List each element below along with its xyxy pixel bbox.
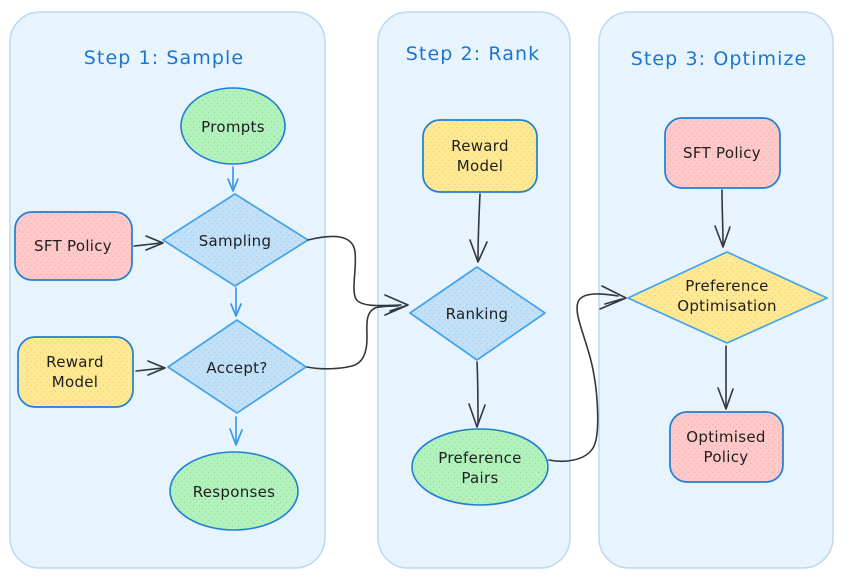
responses-node bbox=[169, 451, 299, 531]
preference-pairs-label-line2: Pairs bbox=[461, 469, 498, 487]
sampling-node bbox=[162, 193, 309, 287]
reward-model-label-step2-line1: Reward bbox=[451, 137, 509, 155]
edge-sft-policy-to-preference-optimisation bbox=[714, 189, 731, 248]
edge-accept-to-responses bbox=[229, 416, 243, 446]
optimised-policy-label-line2: Policy bbox=[704, 448, 749, 466]
sft-policy-node-step3 bbox=[664, 117, 781, 189]
reward-model-label-step1-line1: Reward bbox=[46, 353, 104, 371]
preference-optimisation-node bbox=[627, 251, 828, 344]
edge-ranking-to-preference-pairs bbox=[468, 361, 486, 428]
optimised-policy-label-line1: Optimised bbox=[686, 428, 765, 446]
ranking-node bbox=[409, 266, 546, 361]
sft-policy-label-step3: SFT Policy bbox=[683, 144, 761, 162]
panel-step1-title: Step 1: Sample bbox=[84, 47, 244, 69]
sampling-label: Sampling bbox=[199, 232, 272, 250]
accept-node bbox=[167, 319, 307, 414]
prompts-node bbox=[180, 87, 286, 165]
edge-sft-policy-to-sampling bbox=[133, 235, 164, 251]
panel-step3-title: Step 3: Optimize bbox=[631, 48, 808, 70]
edge-sampling-to-ranking bbox=[307, 235, 402, 307]
edge-preference-optimisation-to-optimised-policy bbox=[717, 345, 734, 410]
optimised-policy-node bbox=[669, 411, 784, 483]
sft-policy-label-step1: SFT Policy bbox=[34, 237, 112, 255]
preference-pairs-node bbox=[411, 428, 549, 506]
panel-step2-title: Step 2: Rank bbox=[406, 43, 541, 65]
preference-optimisation-label-line2: Optimisation bbox=[677, 297, 777, 315]
reward-model-label-step2-line2: Model bbox=[457, 157, 504, 175]
edge-preference-pairs-to-preference-optimisation bbox=[548, 285, 627, 463]
reward-model-label-step1-line2: Model bbox=[52, 373, 99, 391]
reward-model-node-step1 bbox=[17, 336, 134, 408]
edge-reward-model-to-accept bbox=[135, 360, 166, 376]
reward-model-node-step2 bbox=[422, 119, 538, 193]
sft-policy-node-step1 bbox=[14, 211, 133, 281]
accept-label: Accept? bbox=[206, 359, 267, 377]
responses-label: Responses bbox=[193, 483, 276, 501]
preference-pairs-label-line1: Preference bbox=[438, 449, 521, 467]
edge-prompts-to-sampling bbox=[227, 166, 239, 192]
edge-reward-model-to-ranking bbox=[469, 193, 488, 263]
preference-optimisation-label-line1: Preference bbox=[685, 277, 768, 295]
edge-sampling-to-accept bbox=[230, 287, 242, 317]
prompts-label: Prompts bbox=[201, 118, 265, 136]
ranking-label: Ranking bbox=[446, 305, 509, 323]
edge-accept-to-ranking bbox=[306, 294, 409, 370]
